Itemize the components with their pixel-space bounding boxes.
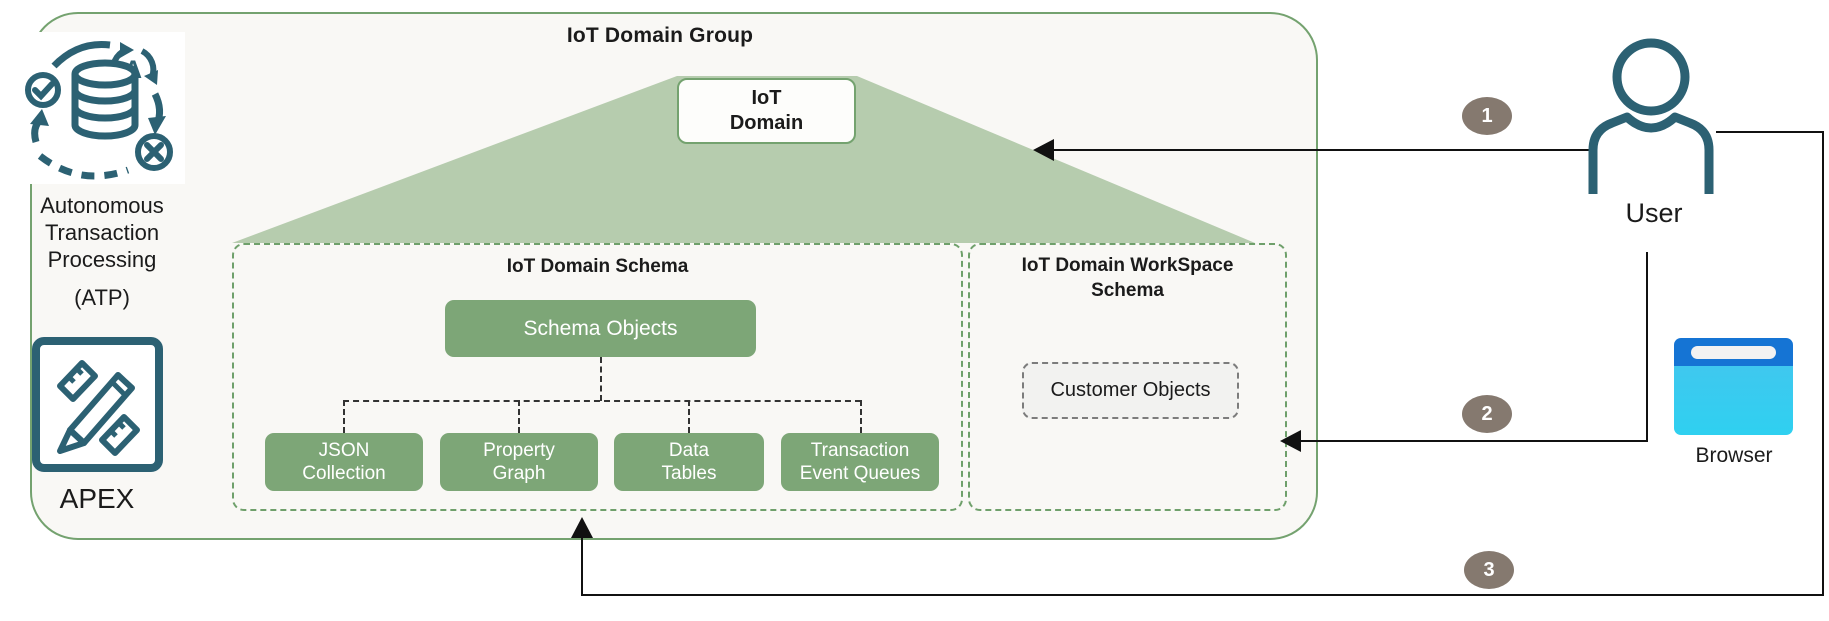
group-title: IoT Domain Group — [566, 24, 754, 47]
flow2-arrowhead — [1280, 430, 1301, 452]
user-icon — [1588, 38, 1714, 194]
flow1-line — [1050, 149, 1592, 151]
connector-json — [343, 400, 345, 433]
iot-domain-line2: Domain — [729, 112, 804, 134]
user-label: User — [1625, 198, 1683, 228]
step-badge-1: 1 — [1462, 97, 1512, 135]
property-graph-line2: Graph — [492, 463, 546, 484]
customer-objects-node: Customer Objects — [1022, 362, 1239, 419]
browser-label: Browser — [1695, 444, 1773, 467]
data-tables-line2: Tables — [661, 463, 717, 484]
schema-objects-label: Schema Objects — [523, 316, 678, 340]
autonomous-transaction-processing-icon: A — [20, 32, 185, 184]
iot-domain-line1: IoT — [751, 87, 782, 109]
apex-icon — [32, 337, 163, 472]
json-collection-node: JSON Collection — [265, 433, 423, 491]
transaction-queues-line2: Event Queues — [799, 463, 921, 484]
flow2-horizontal-line — [1298, 440, 1648, 442]
property-graph-line1: Property — [483, 440, 555, 461]
iot-domain-workspace-schema-box — [968, 243, 1287, 511]
workspace-title-line2: Schema — [1091, 280, 1164, 301]
flow3-top-line — [1716, 131, 1824, 133]
flow3-up-line — [581, 536, 583, 596]
step-badge-3: 3 — [1464, 551, 1514, 589]
flow2-vertical-line — [1646, 252, 1648, 442]
connector-property — [518, 400, 520, 433]
json-collection-line2: Collection — [302, 463, 386, 484]
schema-objects-node: Schema Objects — [445, 300, 756, 357]
step-badge-2: 2 — [1462, 395, 1512, 433]
browser-icon — [1674, 338, 1793, 435]
json-collection-line1: JSON — [318, 440, 370, 461]
workspace-schema-title: IoT Domain WorkSpace Schema — [968, 253, 1287, 303]
data-tables-node: Data Tables — [614, 433, 764, 491]
atp-label: Autonomous Transaction Processing — [12, 192, 192, 273]
connector-bar — [343, 400, 861, 402]
connector-data — [688, 400, 690, 433]
transaction-queues-line1: Transaction — [810, 440, 910, 461]
atp-label-line2: Transaction — [44, 220, 160, 245]
transaction-event-queues-node: Transaction Event Queues — [781, 433, 939, 491]
flow3-arrowhead — [571, 517, 593, 538]
browser-icon-body — [1674, 366, 1793, 435]
apex-label: APEX — [59, 483, 135, 514]
browser-icon-header — [1674, 338, 1793, 366]
workspace-title-line1: IoT Domain WorkSpace — [1021, 255, 1234, 276]
data-tables-line1: Data — [668, 440, 710, 461]
flow1-arrowhead — [1033, 139, 1054, 161]
iot-domain-schema-title: IoT Domain Schema — [506, 256, 689, 277]
flow3-bottom-line — [581, 594, 1824, 596]
customer-objects-label: Customer Objects — [1050, 379, 1211, 401]
browser-icon-addressbar — [1691, 346, 1776, 359]
iot-domain-schema-box — [232, 243, 963, 511]
flow3-right-line — [1822, 131, 1824, 596]
property-graph-node: Property Graph — [440, 433, 598, 491]
connector-transaction — [860, 400, 862, 433]
connector-root — [600, 357, 602, 401]
iot-domain-node: IoT Domain — [677, 78, 856, 144]
atp-label-line3: Processing — [47, 247, 157, 272]
atp-acronym: (ATP) — [74, 285, 130, 310]
atp-label-line1: Autonomous — [40, 193, 164, 218]
